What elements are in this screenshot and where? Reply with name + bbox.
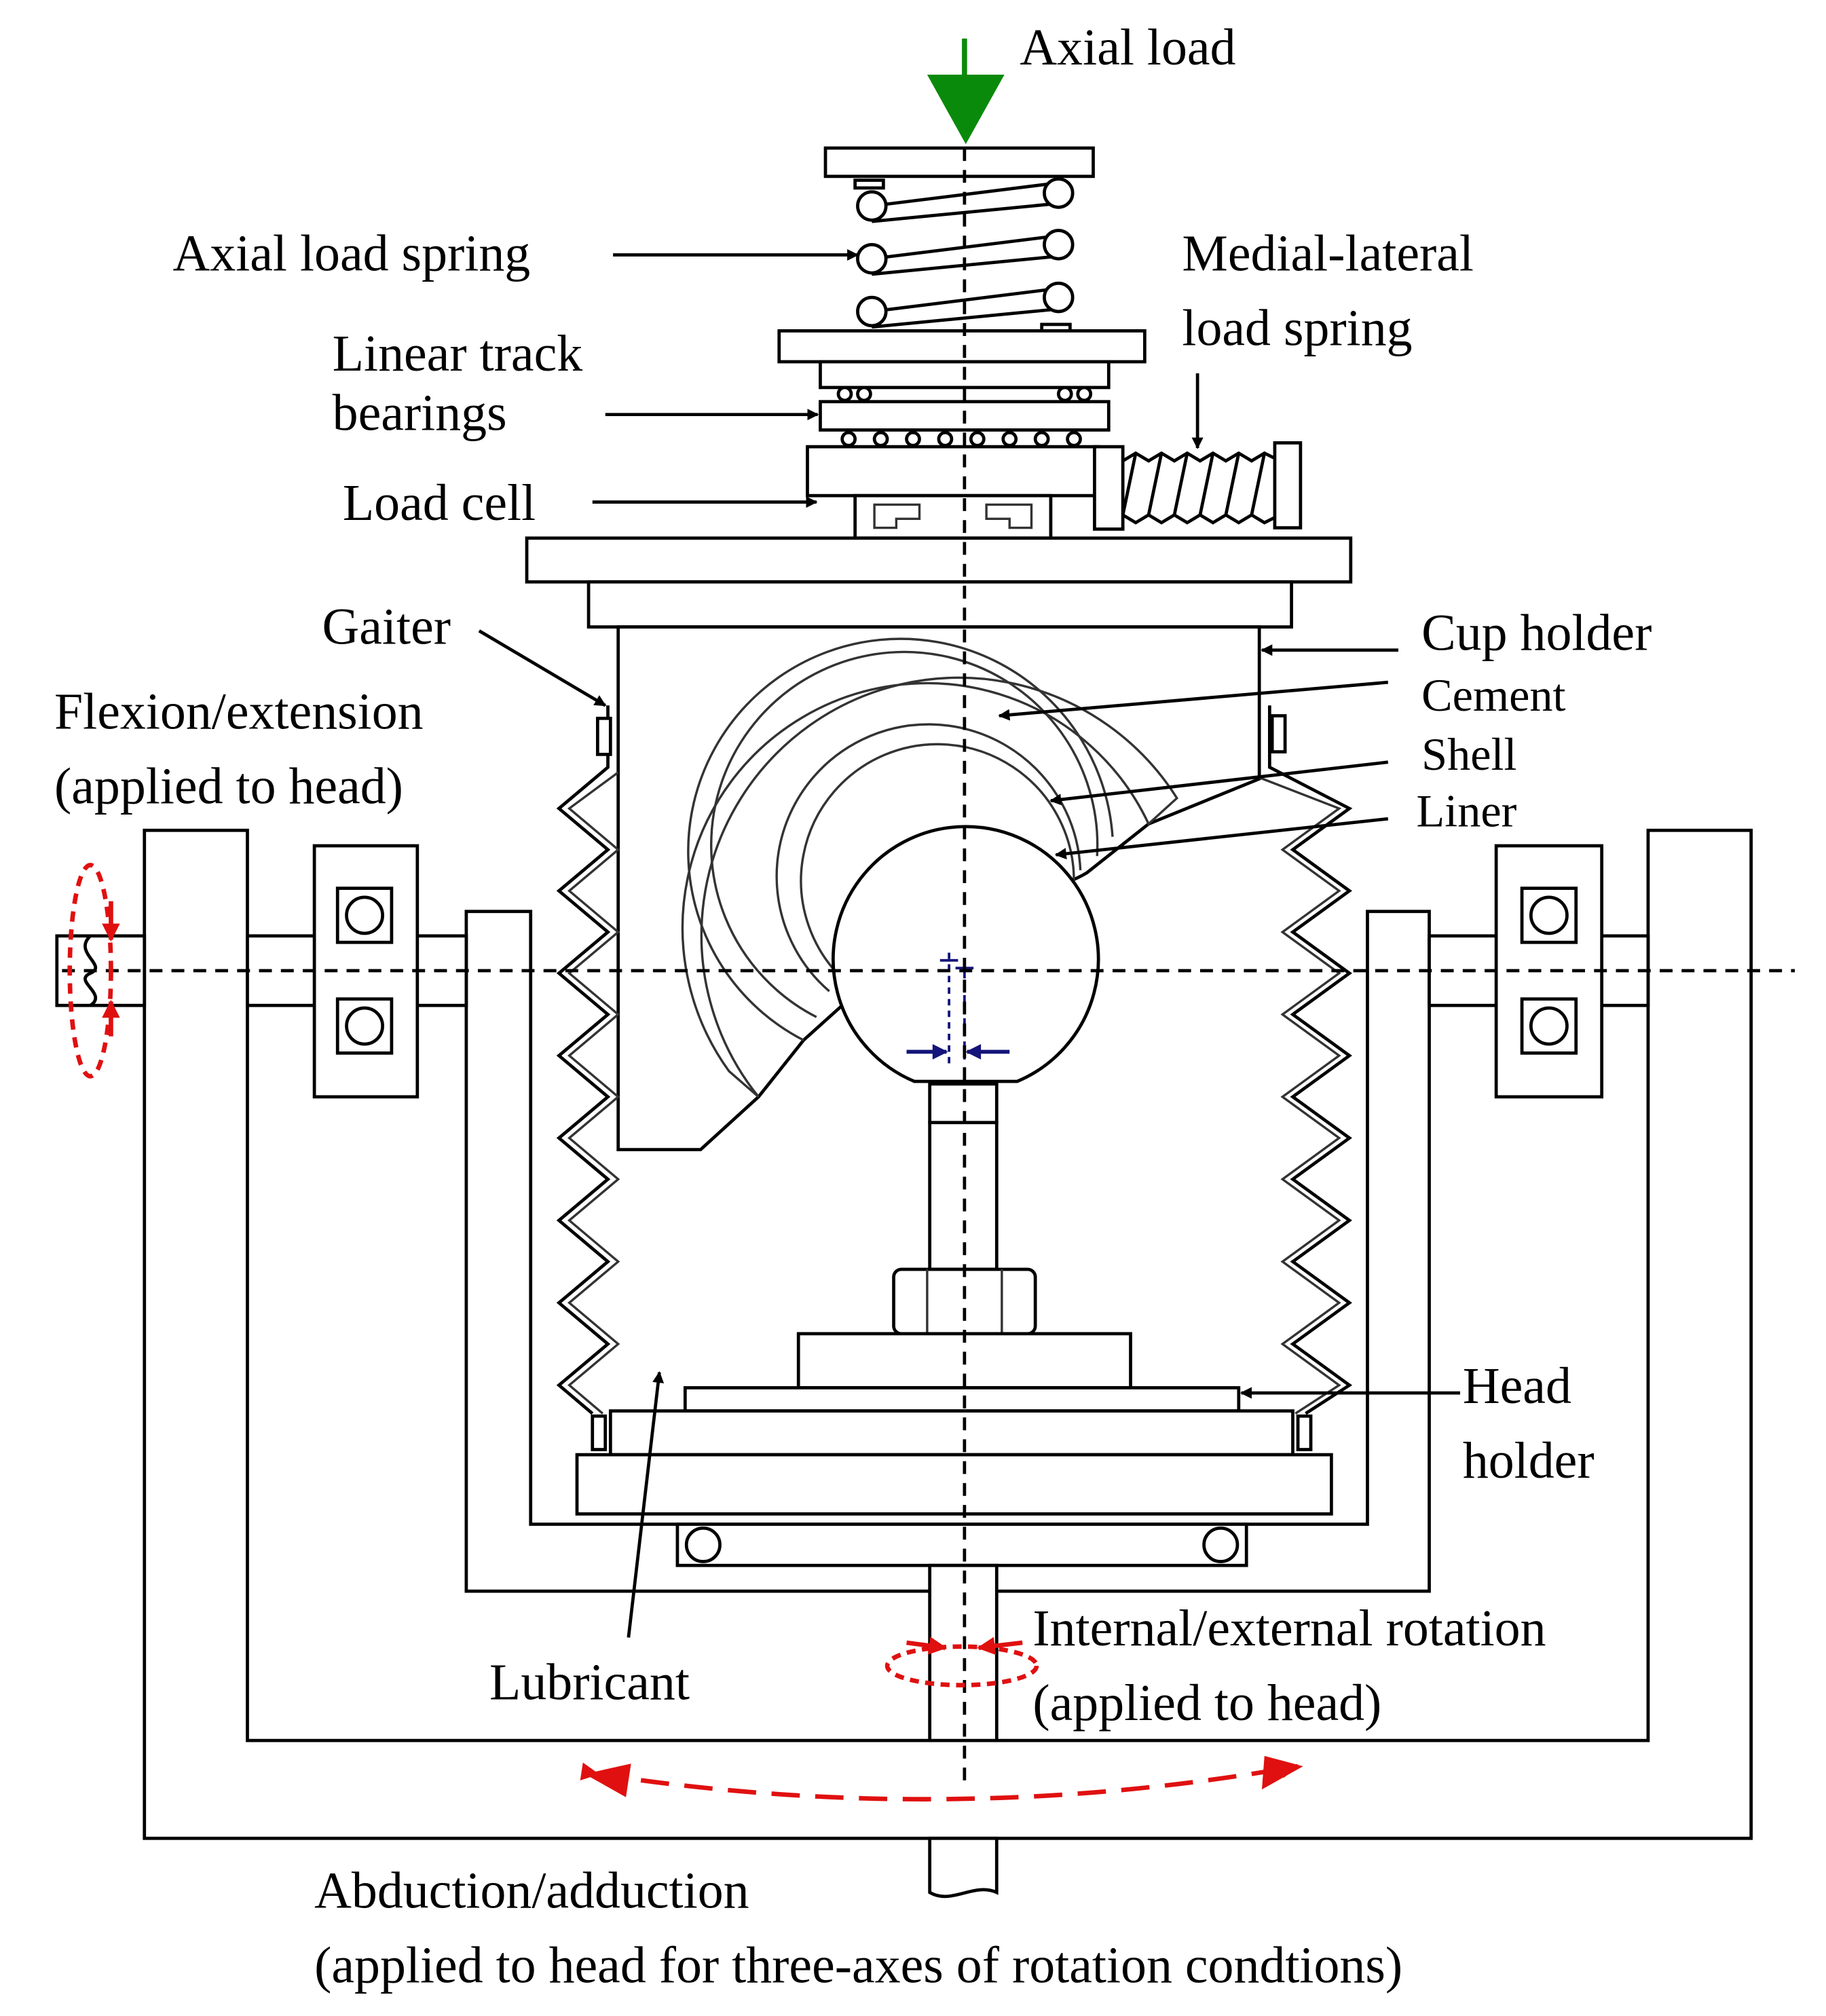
label-medial-lateral-1: Medial-lateral <box>1182 225 1474 282</box>
gaiter-left-clip-bottom <box>591 1414 608 1451</box>
leader-liner <box>1054 817 1389 860</box>
gaiter-left <box>556 705 611 1415</box>
gaiter-right-inner <box>1259 776 1342 1415</box>
spring-top-plate <box>823 146 1095 179</box>
label-axial-load: Axial load <box>1020 19 1235 76</box>
label-liner: Liner <box>1417 785 1517 837</box>
gaiter-right <box>1267 705 1353 1415</box>
label-cup-holder: Cup holder <box>1421 605 1652 662</box>
label-linear-track-1: Linear track <box>333 325 583 382</box>
label-medial-lateral-2: load spring <box>1182 299 1412 356</box>
label-flexion-1: Flexion/extension <box>54 683 424 740</box>
liner-inner <box>800 743 1075 979</box>
label-flexion-2: (applied to head) <box>54 758 403 815</box>
femoral-head <box>832 825 1100 1083</box>
label-rotation-1: Internal/external rotation <box>1032 1600 1546 1657</box>
lubricant-bath <box>608 1409 1294 1457</box>
gaiter-left-inner <box>567 771 620 1415</box>
label-lubricant: Lubricant <box>489 1654 690 1711</box>
leader-shell <box>1049 760 1389 806</box>
linear-track-bearing <box>819 360 1111 447</box>
label-gaiter: Gaiter <box>322 598 451 655</box>
flexion-extension-arrow <box>67 863 120 1079</box>
shell-inner <box>710 650 1099 1018</box>
axial-load-arrow <box>927 38 1005 145</box>
gaiter-right-clip-top <box>1270 714 1287 753</box>
shaft-break <box>83 935 98 1007</box>
nut <box>892 1267 1037 1336</box>
label-head-holder-2: holder <box>1463 1432 1595 1489</box>
abduction-adduction-arrow <box>580 1760 1300 1802</box>
liner-outer <box>775 723 1082 992</box>
axial-spring <box>853 177 1075 333</box>
label-axial-load-spring: Axial load spring <box>172 225 530 282</box>
label-cement: Cement <box>1421 669 1565 721</box>
abduction-arrowhead-right <box>1261 1755 1303 1790</box>
load-cell <box>853 493 1053 540</box>
abduction-arrowhead-left <box>584 1763 631 1797</box>
label-abduction-1: Abduction/adduction <box>314 1863 749 1920</box>
head-holder-plate <box>683 1386 1241 1413</box>
spring-bottom-plate <box>777 329 1147 364</box>
leader-lubricant <box>627 1371 665 1638</box>
base-plate <box>575 1453 1333 1516</box>
gaiter-left-clip-top <box>595 716 612 756</box>
upper-flange <box>586 580 1293 629</box>
gaiter-right-clip-bottom <box>1296 1414 1313 1451</box>
label-abduction-2: (applied to head for three-axes of rotat… <box>314 1937 1402 1994</box>
label-linear-track-2: bearings <box>333 384 507 441</box>
cement-layer <box>681 676 1179 1098</box>
top-plate <box>525 536 1353 584</box>
load-cell-plate <box>806 445 1100 498</box>
lower-shaft-stub <box>928 1836 999 1899</box>
outer-frame <box>143 828 1753 1840</box>
leader-gaiter <box>478 629 607 707</box>
label-rotation-2: (applied to head) <box>1032 1675 1381 1732</box>
medial-lateral-spring <box>1093 441 1303 531</box>
label-load-cell: Load cell <box>343 474 536 531</box>
bottom-bearing <box>675 1523 1248 1567</box>
middle-frame <box>464 910 1431 1593</box>
label-head-holder-1: Head <box>1463 1358 1571 1415</box>
leader-cement <box>998 680 1389 721</box>
label-shell: Shell <box>1421 728 1516 780</box>
internal-external-rotation-arrow <box>884 1637 1039 1687</box>
